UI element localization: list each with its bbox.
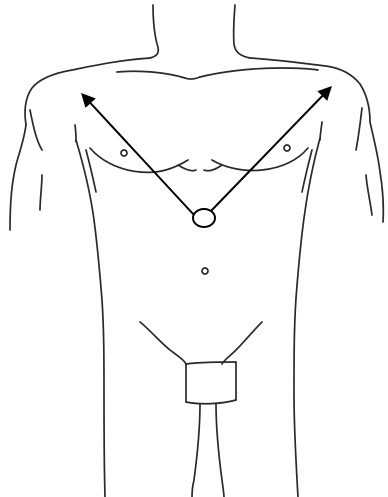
- lat-right: [302, 150, 312, 192]
- hip-line-left: [140, 322, 186, 364]
- armpit-left: [75, 125, 76, 142]
- body-outline: [10, 5, 383, 497]
- armpit-right: [320, 122, 322, 140]
- arm-left-outer: [10, 125, 26, 230]
- origin-ellipse: [193, 209, 215, 227]
- sternum-line-right: [204, 165, 222, 171]
- garment-top: [186, 362, 236, 364]
- sternum-line: [178, 165, 196, 171]
- pectoral-left: [90, 148, 188, 172]
- garment-bottom: [186, 400, 236, 404]
- arm-right-deltoid: [356, 108, 362, 150]
- torso-left-side: [76, 140, 105, 497]
- torso-right-side: [294, 138, 320, 497]
- nipple-right: [284, 145, 290, 151]
- neck-right: [234, 5, 250, 58]
- neck-left: [150, 5, 158, 58]
- arrow-up-left: [83, 95, 194, 215]
- nipple-left: [121, 150, 127, 156]
- leg-left-inner: [192, 404, 200, 497]
- arrows: [83, 88, 330, 215]
- clavicle-right: [200, 68, 318, 77]
- arm-right-outer: [370, 122, 383, 222]
- leg-right-inner: [216, 404, 224, 497]
- arm-left-deltoid: [30, 110, 42, 150]
- navel: [202, 268, 208, 274]
- shoulder-left: [25, 58, 150, 125]
- clavicle-left: [117, 71, 200, 79]
- arm-left-inner: [40, 175, 42, 210]
- hip-line-right: [222, 322, 262, 364]
- arm-right-inner: [366, 175, 372, 215]
